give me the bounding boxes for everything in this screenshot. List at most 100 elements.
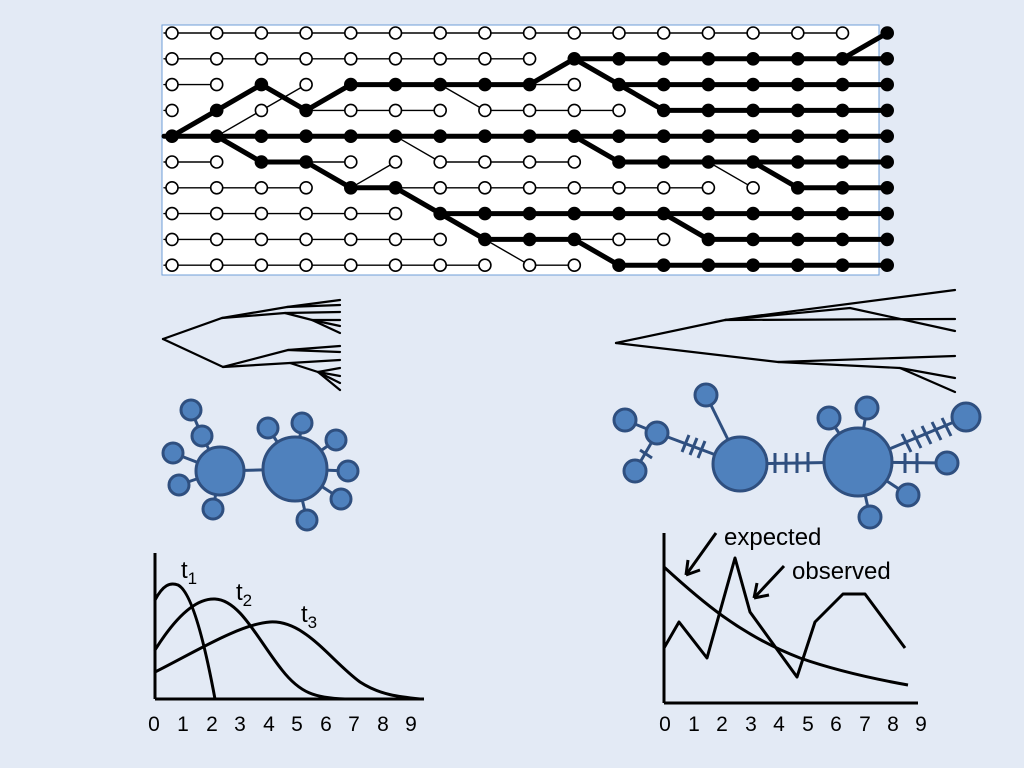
lineage-node-ancestral — [656, 258, 671, 273]
lineage-node-extinct — [165, 232, 179, 247]
right-haplotype-network — [612, 382, 982, 530]
x-tick-label: 4 — [263, 713, 275, 736]
lineage-node-ancestral — [835, 258, 850, 273]
lineage-node-extinct — [254, 258, 269, 273]
lineage-node-extinct — [478, 155, 492, 169]
lineage-node-ancestral — [746, 155, 760, 169]
haplotype-node-small — [854, 395, 880, 421]
lineage-node-extinct — [254, 51, 269, 66]
lineage-node-extinct — [209, 155, 224, 169]
lineage-node-ancestral — [299, 129, 313, 143]
lineage-node-extinct — [165, 181, 179, 195]
lineage-node-extinct — [522, 155, 537, 169]
lineage-node-ancestral — [835, 103, 850, 118]
lineage-node-ancestral — [612, 155, 626, 169]
lineage-node-extinct — [388, 258, 403, 273]
expected-label: expected — [724, 524, 821, 551]
haplotype-node-small — [934, 450, 960, 476]
lineage-edge — [215, 109, 263, 137]
lineage-node-extinct — [478, 51, 492, 66]
lineage-node-extinct — [612, 181, 626, 195]
lineage-node-ancestral — [522, 232, 537, 247]
lineage-node-ancestral — [880, 181, 895, 195]
observed-arrow — [752, 564, 786, 600]
lineage-node-extinct — [209, 232, 224, 247]
expected-arrow — [684, 532, 718, 577]
lineage-grid-diagram — [161, 24, 895, 276]
lineage-node-extinct — [343, 26, 358, 40]
lineage-node-extinct — [165, 155, 179, 169]
mutation-ticks — [639, 417, 953, 473]
right-x-tick-labels: 0 1 2 3 4 5 6 7 8 9 — [659, 713, 927, 736]
lineage-node-extinct — [254, 103, 269, 118]
haplotype-node-small — [179, 398, 203, 422]
lineage-node-ancestral — [254, 155, 269, 169]
curve-label-t2: t2 — [236, 579, 252, 610]
right-distribution-plot: expected observed 0 1 2 3 4 5 6 7 8 9 — [659, 524, 927, 736]
x-tick-label: 4 — [773, 713, 785, 736]
lineage-node-ancestral — [880, 155, 895, 169]
lineage-node-extinct — [209, 258, 224, 273]
x-tick-label: 5 — [291, 713, 303, 736]
lineage-node-extinct — [835, 26, 850, 40]
haplotype-node-small — [201, 497, 225, 521]
lineage-node-extinct — [478, 258, 492, 273]
lineage-node-ancestral — [433, 206, 448, 221]
lineage-node-extinct — [656, 232, 671, 247]
lineage-node-ancestral — [835, 129, 850, 143]
lineage-node-ancestral — [567, 129, 582, 143]
lineage-node-extinct — [299, 258, 313, 273]
lineage-node-ancestral — [478, 129, 492, 143]
lineage-node-extinct — [165, 103, 179, 118]
lineage-node-extinct — [746, 26, 760, 40]
lineage-node-extinct — [433, 155, 448, 169]
haplotype-node-small — [256, 416, 280, 440]
lineage-node-ancestral — [388, 77, 403, 92]
lineage-node-extinct — [209, 181, 224, 195]
curve-label-t3: t3 — [301, 601, 317, 632]
left-x-tick-labels: 0 1 2 3 4 5 6 7 8 9 — [148, 713, 417, 736]
lineage-node-ancestral — [567, 206, 582, 221]
lineage-node-ancestral — [746, 129, 760, 143]
lineage-node-extinct — [165, 51, 179, 66]
lineage-edge — [214, 133, 264, 165]
lineage-edge — [571, 56, 622, 88]
lineage-edge — [393, 185, 443, 217]
lineage-node-extinct — [209, 26, 224, 40]
haplotype-node-small — [622, 458, 648, 484]
lineage-node-extinct — [254, 232, 269, 247]
lineage-edge — [840, 30, 890, 62]
x-tick-label: 2 — [716, 713, 728, 736]
lineage-node-extinct — [165, 26, 179, 40]
lineage-node-ancestral — [880, 51, 895, 66]
lineage-node-ancestral — [835, 51, 850, 66]
lineage-node-ancestral — [790, 181, 805, 195]
lineage-node-extinct — [299, 77, 313, 92]
lineage-node-extinct — [299, 232, 313, 247]
left-plot-axes — [153, 553, 424, 701]
right-plot-axes — [662, 533, 918, 705]
lineage-edge — [394, 135, 441, 163]
lineage-node-ancestral — [612, 51, 626, 66]
lineage-node-extinct — [478, 103, 492, 118]
lineage-node-ancestral — [746, 206, 760, 221]
lineage-node-extinct — [433, 51, 448, 66]
lineage-node-extinct — [433, 181, 448, 195]
haplotype-node-small — [324, 428, 348, 452]
lineage-thick-lines — [161, 30, 890, 268]
lineage-node-ancestral — [880, 129, 895, 143]
lineage-node-extinct — [567, 103, 582, 118]
lineage-edge — [616, 82, 667, 113]
lineage-node-extinct — [343, 206, 358, 221]
lineage-node-extinct — [567, 181, 582, 195]
lineage-node-ancestral — [701, 51, 716, 66]
lineage-node-extinct — [656, 181, 671, 195]
x-tick-label: 6 — [320, 713, 332, 736]
lineage-node-ancestral — [656, 129, 671, 143]
x-tick-label: 3 — [745, 713, 757, 736]
lineage-edge — [169, 107, 220, 139]
lineage-node-ancestral — [701, 129, 716, 143]
left-gene-tree — [161, 298, 342, 392]
x-tick-label: 7 — [348, 713, 360, 736]
lineage-node-ancestral — [388, 129, 403, 143]
